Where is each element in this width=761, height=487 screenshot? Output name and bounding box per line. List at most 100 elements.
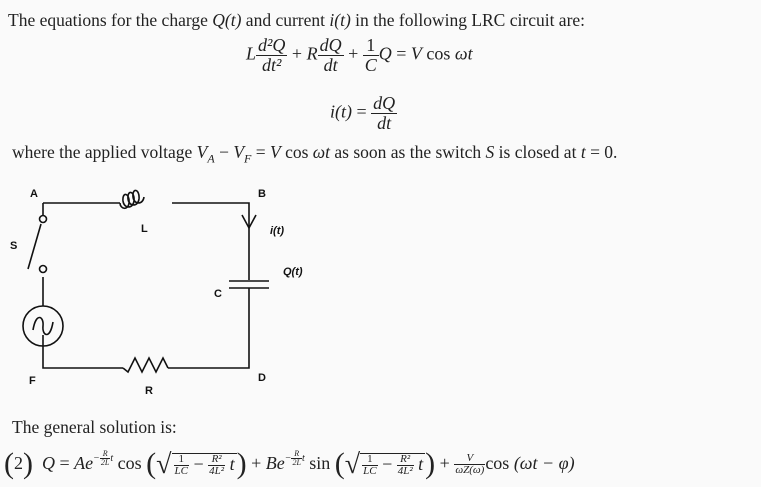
exp2-num: R <box>291 450 302 460</box>
circuit-svg: A B L S i(t) Q(t) C F D R <box>10 188 303 397</box>
current-arrow-icon <box>241 214 257 230</box>
forced-den: ωZ(ω) <box>455 464 485 477</box>
sol-Q: Q <box>42 453 55 473</box>
sol-B: B <box>265 453 277 473</box>
sqrt2-den1: LC <box>363 464 377 477</box>
eq2-equals: = <box>352 101 372 122</box>
sub-F: F <box>244 151 252 166</box>
sqrt-icon: √ <box>156 448 172 480</box>
eq1-den1: dt² <box>262 55 282 75</box>
sol-cos2: cos <box>485 453 510 473</box>
lrc-circuit-diagram: A B L S i(t) Q(t) C F D R <box>0 180 320 400</box>
eq-number-paren-right: ) <box>23 447 33 480</box>
sol-cos: cos <box>113 453 147 473</box>
where-wt: ωt <box>312 142 330 162</box>
exp1-minus: − <box>93 453 100 464</box>
sqrt1-minus: − <box>188 453 209 474</box>
eq1-plus1: + <box>291 43 307 64</box>
exp1-t: t <box>110 453 114 464</box>
paren-left-2: ( <box>334 447 345 480</box>
exp2-minus: − <box>284 453 292 464</box>
sol-plus2: + <box>435 453 455 473</box>
sol-e2: e <box>276 453 285 473</box>
eq1-equals: = <box>391 43 411 64</box>
sol-equals: = <box>55 453 75 473</box>
sqrt1-den1: LC <box>174 464 188 477</box>
label-R: R <box>145 385 153 397</box>
exp2-den: 2L <box>292 458 301 468</box>
switch-terminal-top <box>38 214 48 224</box>
eq1-L: L <box>246 43 257 64</box>
var-Q: Q <box>212 10 225 30</box>
intro-suffix: in the following LRC circuit are: <box>350 10 586 30</box>
eq2-den: dt <box>377 113 392 133</box>
eq1-Q: Q <box>378 43 392 64</box>
where-V: V <box>270 142 281 162</box>
eq1-wt: ωt <box>454 43 473 64</box>
eq1-num1: d²Q <box>256 35 288 56</box>
sqrt2-num2: R² <box>396 453 414 466</box>
arg-t2: (t) <box>334 10 351 30</box>
where-text: where the applied voltage VA − VF = V co… <box>12 142 617 169</box>
eq1-num3: 1 <box>362 36 379 56</box>
sqrt2-num1: 1 <box>362 453 378 466</box>
where-end: = 0. <box>585 142 618 162</box>
paren-right-1: ) <box>236 447 247 480</box>
eq1-R: R <box>306 43 318 64</box>
intro-prefix: The equations for the charge <box>8 10 213 30</box>
eq1-V: V <box>410 43 422 64</box>
switch-terminal-bottom <box>38 264 48 274</box>
eq-number-paren-left: ( <box>4 447 14 480</box>
sqrt-icon-2: √ <box>344 448 361 480</box>
wire-top-right <box>172 202 250 280</box>
eq1-plus2: + <box>348 43 359 64</box>
label-B: B <box>258 188 266 200</box>
switch-blade-icon <box>27 223 42 270</box>
sqrt1-num2: R² <box>208 453 226 466</box>
sub-A: A <box>207 151 215 166</box>
forced-num: V <box>454 453 486 466</box>
where-cos: cos <box>280 142 313 162</box>
sqrt2-den2: 4L² <box>397 464 413 477</box>
wire-bottom-left <box>42 335 123 369</box>
eq1-num2: dQ <box>317 35 344 56</box>
label-L: L <box>141 223 148 235</box>
sol-A: A <box>74 453 86 473</box>
label-D: D <box>258 372 266 384</box>
intro-middle: and current <box>241 10 330 30</box>
sol-sin: sin <box>304 453 335 473</box>
paren-left-1: ( <box>146 447 157 480</box>
eq2-lhs: i(t) <box>330 101 352 122</box>
sqrt1-t: t <box>229 453 235 474</box>
solution-heading: The general solution is: <box>12 417 177 437</box>
wire-right-bottom <box>168 288 250 369</box>
eq2-num: dQ <box>371 93 398 114</box>
label-charge: Q(t) <box>283 266 303 278</box>
label-A: A <box>30 188 38 200</box>
sine-wave-icon <box>32 316 54 336</box>
inductor-coil-icon <box>119 189 145 210</box>
sqrt1-den2: 4L² <box>209 464 225 477</box>
where-prefix: where the applied voltage <box>12 142 197 162</box>
var-t: t <box>580 142 586 162</box>
sqrt2-minus: − <box>377 453 397 474</box>
arg-t: (t) <box>224 10 242 30</box>
label-F: F <box>29 375 36 387</box>
sqrt2-t: t <box>418 453 424 474</box>
label-S: S <box>10 240 17 252</box>
sol-e1: e <box>85 453 94 473</box>
